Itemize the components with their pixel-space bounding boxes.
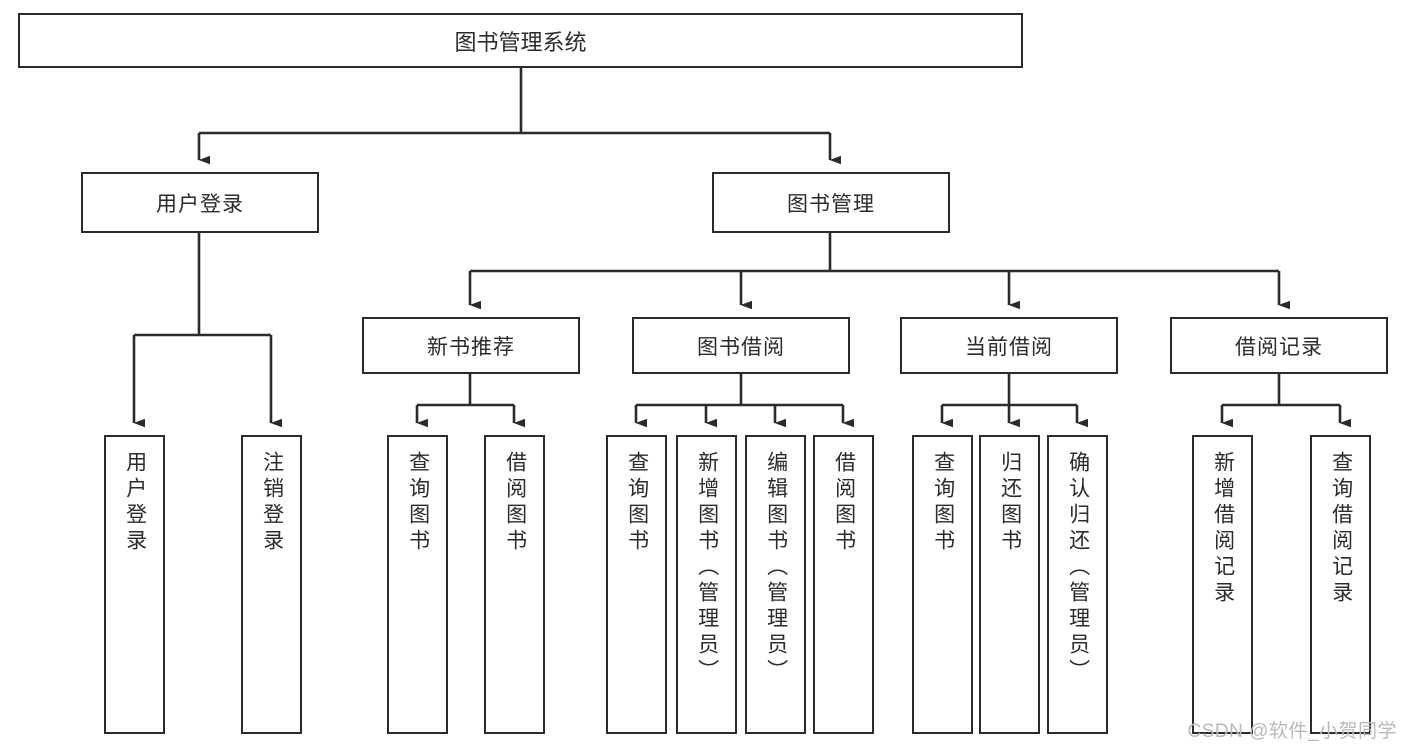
node-label: 注销登录 (260, 451, 284, 555)
node-label: 新书推荐 (427, 335, 515, 359)
node-label: 查询图书 (931, 451, 955, 555)
leaf-user-login-login[interactable]: 用户登录 (104, 435, 165, 734)
node-label: 查询图书 (625, 451, 649, 555)
node-label: 借阅图书 (503, 451, 527, 555)
leaf-record-add-record[interactable]: 新增借阅记录 (1192, 435, 1253, 734)
node-label: 图书借阅 (697, 335, 785, 359)
node-label: 借阅图书 (832, 451, 856, 555)
leaf-recommend-query-book[interactable]: 查询图书 (387, 435, 448, 734)
node-new-book-recommend[interactable]: 新书推荐 (362, 317, 580, 374)
node-label: 图书管理系统 (454, 29, 587, 55)
node-label: 编辑图书（管理员） (764, 451, 788, 685)
leaf-current-query-book[interactable]: 查询图书 (912, 435, 973, 734)
node-label: 借阅记录 (1235, 335, 1323, 359)
node-user-login[interactable]: 用户登录 (81, 172, 319, 233)
node-label: 用户登录 (156, 192, 244, 216)
node-label: 当前借阅 (965, 335, 1053, 359)
leaf-borrow-borrow-book[interactable]: 借阅图书 (813, 435, 874, 734)
leaf-recommend-borrow-book[interactable]: 借阅图书 (484, 435, 545, 734)
leaf-current-confirm-return-admin[interactable]: 确认归还（管理员） (1047, 435, 1108, 734)
node-label: 用户登录 (123, 451, 147, 555)
leaf-user-login-logout[interactable]: 注销登录 (241, 435, 302, 734)
node-current-borrow[interactable]: 当前借阅 (900, 317, 1118, 374)
leaf-record-query-record[interactable]: 查询借阅记录 (1310, 435, 1371, 734)
leaf-borrow-query-book[interactable]: 查询图书 (606, 435, 667, 734)
node-label: 新增借阅记录 (1211, 451, 1235, 607)
watermark: CSDN @软件_小贺同学 (1187, 721, 1397, 742)
node-label: 查询借阅记录 (1329, 451, 1353, 607)
leaf-borrow-add-book-admin[interactable]: 新增图书（管理员） (676, 435, 737, 734)
leaf-borrow-edit-book-admin[interactable]: 编辑图书（管理员） (745, 435, 806, 734)
leaf-current-return-book[interactable]: 归还图书 (979, 435, 1040, 734)
node-book-management[interactable]: 图书管理 (712, 172, 950, 233)
node-label: 新增图书（管理员） (695, 451, 719, 685)
node-label: 查询图书 (406, 451, 430, 555)
node-book-borrow[interactable]: 图书借阅 (632, 317, 850, 374)
node-label: 确认归还（管理员） (1066, 451, 1090, 685)
node-label: 图书管理 (787, 192, 875, 216)
node-label: 归还图书 (998, 451, 1022, 555)
node-root-system[interactable]: 图书管理系统 (18, 13, 1023, 68)
node-borrow-record[interactable]: 借阅记录 (1170, 317, 1388, 374)
